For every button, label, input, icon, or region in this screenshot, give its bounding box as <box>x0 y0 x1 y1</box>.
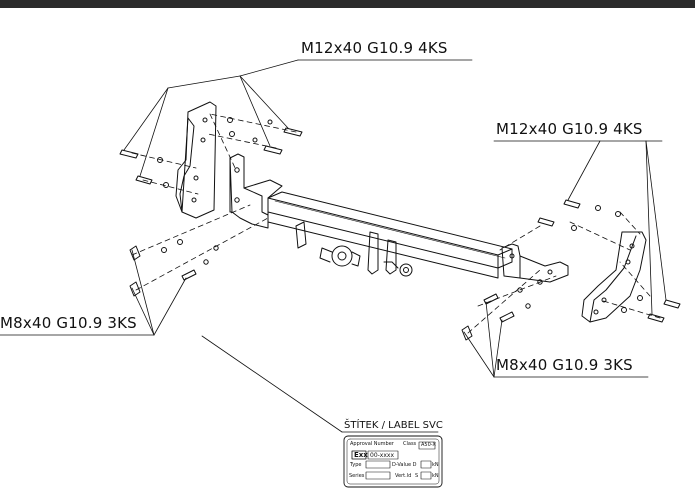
plate-approval-number: Approval Number <box>350 441 394 447</box>
bolts-top-left <box>119 117 303 188</box>
left-side-plate <box>175 101 217 219</box>
assembly-lines <box>131 113 661 334</box>
cross-beam <box>267 191 513 279</box>
plate-vert-ld-label: Vert.ld <box>395 473 412 479</box>
plate-class-value: A50-X <box>421 442 436 448</box>
bolt-label-lower-left: M8x40 G10.9 3KS <box>0 314 137 332</box>
top-bar <box>0 0 695 8</box>
plate-class-label: Class <box>403 441 417 447</box>
label-plate-title: ŠTÍTEK / LABEL SVC <box>344 420 443 431</box>
bolt-label-lower-right: M8x40 G10.9 3KS <box>496 356 633 374</box>
left-bracket <box>229 153 283 229</box>
right-side-plate <box>581 231 647 323</box>
plate-d-value-unit: kN <box>432 462 439 468</box>
plate-e-number: 00-xxxx <box>370 452 395 459</box>
right-bracket <box>501 243 569 283</box>
bolt-label-top-right: M12x40 G10.9 4KS <box>496 120 643 138</box>
plate-s-unit: kN <box>432 473 439 479</box>
plate-s-label: S <box>415 473 419 479</box>
drop-plate <box>295 221 307 249</box>
bolts-top-right <box>537 199 681 323</box>
plate-e-mark: Exx <box>354 451 368 459</box>
label-plate-frame <box>343 435 443 488</box>
bolts-lower-left <box>129 239 219 297</box>
plate-series-label: Series <box>349 473 365 479</box>
bolt-label-top-left: M12x40 G10.9 4KS <box>301 39 448 57</box>
plate-d-value-label: D-Value D <box>392 462 417 468</box>
plate-type-label: Type <box>350 462 362 468</box>
tow-ball-assembly <box>319 231 413 277</box>
leader-lines <box>0 59 667 433</box>
bolts-lower-right <box>461 279 543 341</box>
